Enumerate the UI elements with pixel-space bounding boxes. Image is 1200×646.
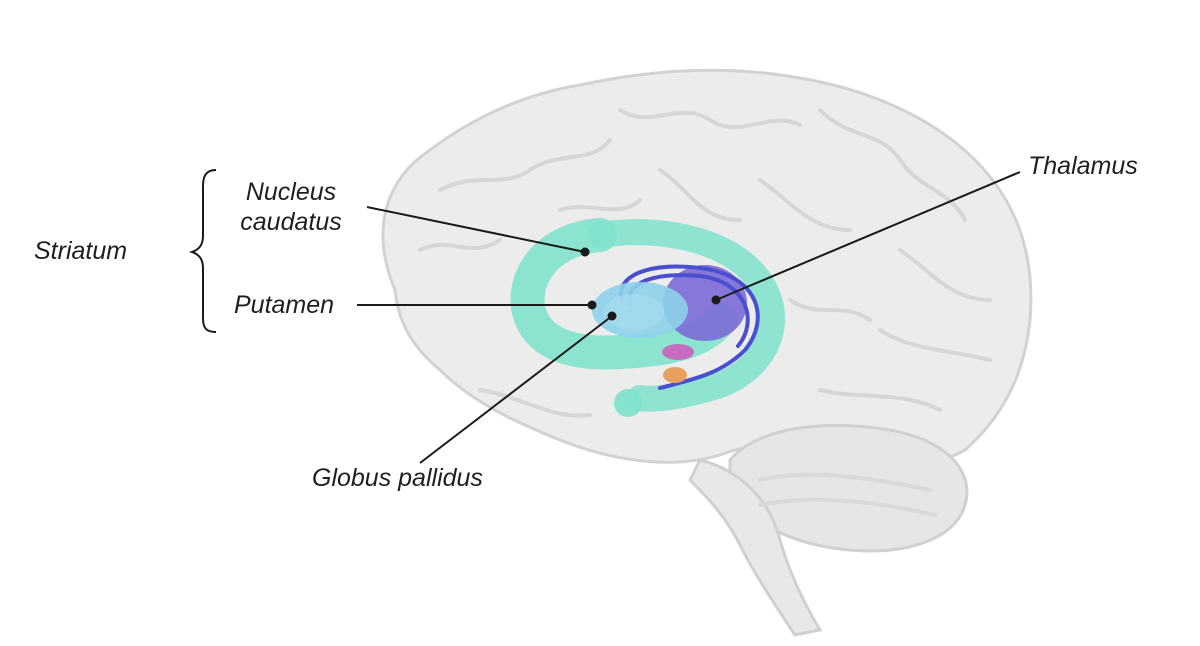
globus-pallidus-structure	[604, 294, 664, 330]
leader-lines	[357, 171, 1021, 464]
brain	[381, 68, 1033, 637]
striatum-label: Striatum	[34, 237, 128, 265]
cerebellum	[728, 423, 969, 553]
putamen-label: Putamen	[234, 291, 335, 319]
orange-nucleus	[663, 367, 687, 383]
nucleus-caudatus-label-line2: caudatus	[240, 208, 342, 236]
globus-pallidus-label: Globus pallidus	[312, 464, 483, 492]
thalamus-label: Thalamus	[1028, 152, 1138, 180]
pink-nucleus	[662, 344, 694, 360]
striatum-bracket	[188, 169, 217, 333]
brainstem	[688, 458, 823, 637]
nucleus-caudatus-label-line1: Nucleus	[245, 178, 337, 206]
nucleus-caudatus-label: Nucleus caudatus	[226, 177, 356, 237]
gyri	[418, 108, 992, 517]
